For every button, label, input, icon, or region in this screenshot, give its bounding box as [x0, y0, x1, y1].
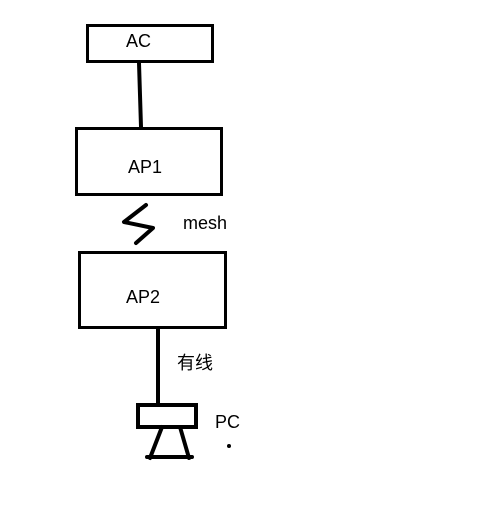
- mesh-wireless-icon: [122, 203, 155, 245]
- ap2-label: AP2: [126, 287, 161, 307]
- mesh-link-label: mesh: [183, 213, 228, 233]
- stray-dot: [227, 444, 231, 448]
- ac-ap1-connector: [137, 61, 143, 129]
- ap1-label: AP1: [128, 157, 163, 177]
- wired-link-label: 有线: [177, 353, 213, 373]
- ap2-node: [78, 251, 227, 329]
- pc-label: PC: [215, 412, 241, 432]
- ac-label: AC: [126, 31, 152, 51]
- ac-node: [86, 24, 214, 63]
- ap1-node: [75, 127, 223, 196]
- pc-icon: [136, 403, 198, 460]
